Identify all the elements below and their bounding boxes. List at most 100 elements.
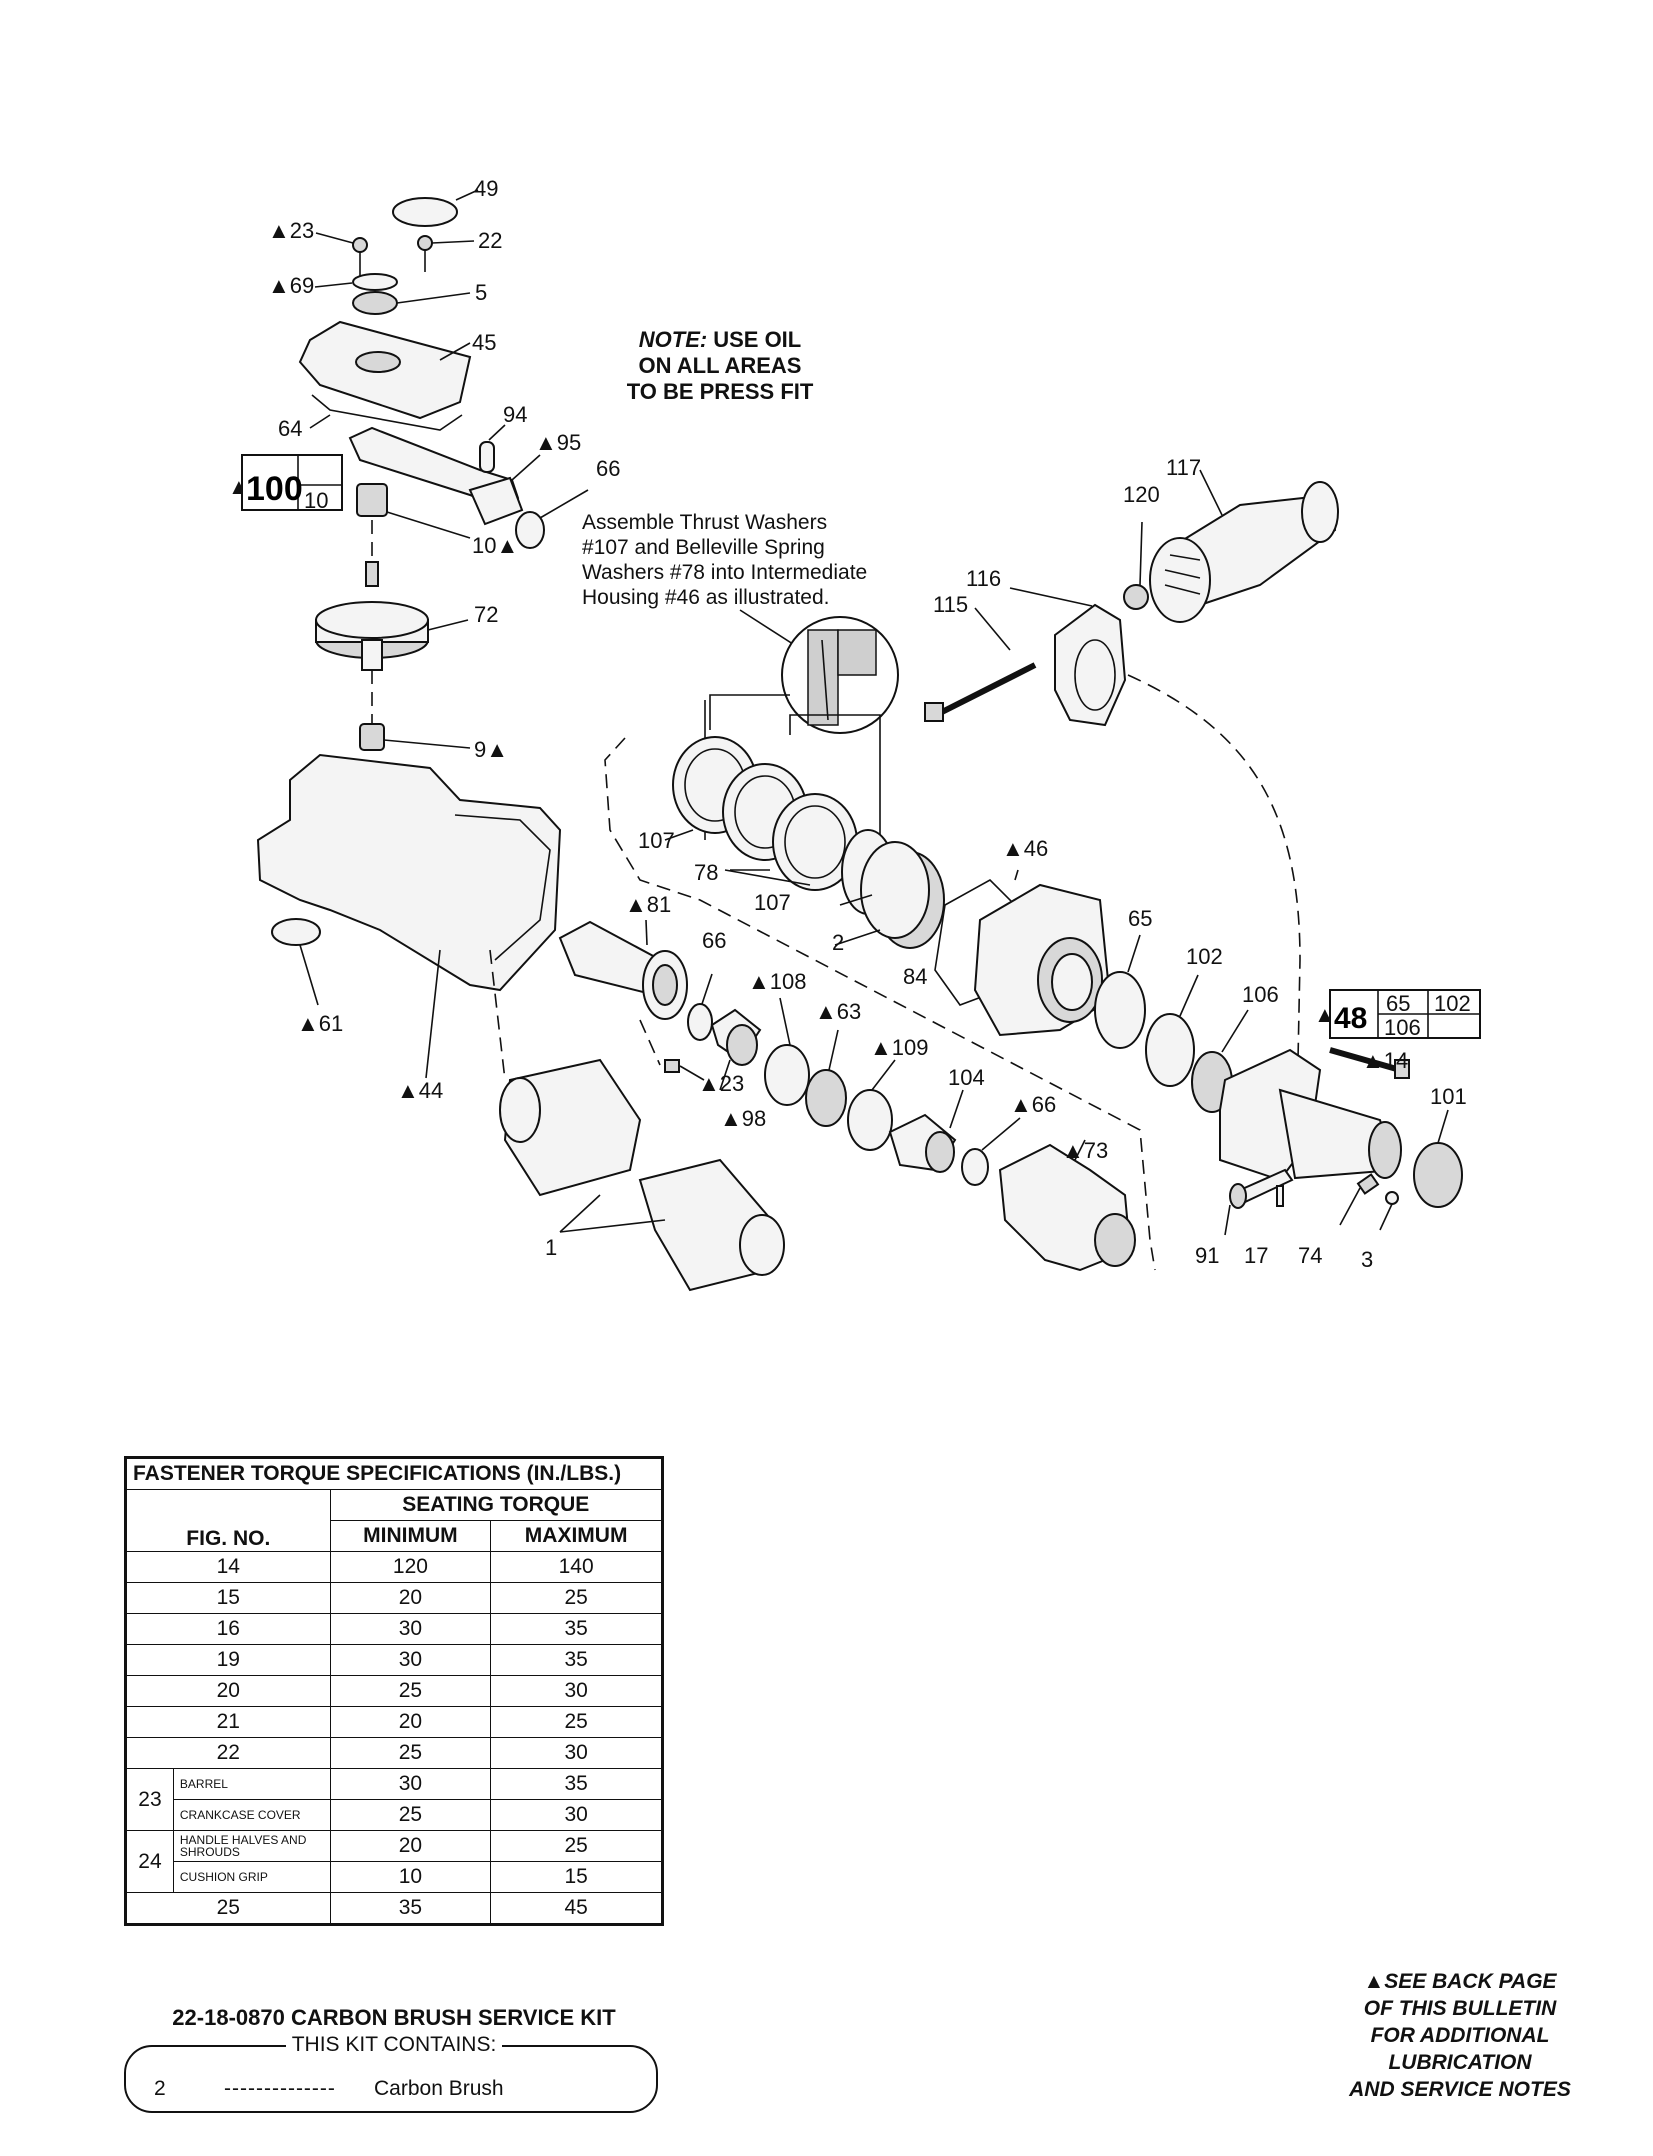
svg-text:100: 100 [246, 470, 303, 508]
label-117: 117 [1166, 455, 1201, 480]
assembly-note-3: Washers #78 into Intermediate [582, 561, 867, 584]
label-9: 9▲ [474, 737, 508, 762]
label-102: 102 [1186, 944, 1223, 969]
part-10-needle-bearing [356, 483, 388, 517]
back-note-line-3: FOR ADDITIONAL [1370, 2024, 1550, 2047]
part-69-retaining-ring [352, 273, 398, 291]
part-94-pin [479, 441, 495, 473]
kit-item-name: Carbon Brush [374, 2077, 504, 2100]
label-116: 116 [966, 566, 1001, 591]
part-81-cylinder [558, 920, 688, 1020]
part-120-washer [1123, 584, 1149, 610]
label-91: 91 [1195, 1243, 1219, 1268]
label-84: 84 [903, 964, 927, 989]
col-min-header: MINIMUM [329, 1520, 492, 1552]
part-104-ram [888, 1113, 957, 1173]
label-63: ▲63 [815, 999, 861, 1024]
back-note-line-4: LUBRICATION [1388, 2051, 1532, 2074]
label-1: 1 [545, 1235, 557, 1260]
kit-contains-label: THIS KIT CONTAINS: [124, 2033, 664, 2057]
part-17-pin [1276, 1185, 1284, 1207]
assembly-note-2: #107 and Belleville Spring [582, 536, 825, 559]
label-61: ▲61 [297, 1011, 343, 1036]
part-101-nose-cap [1413, 1142, 1463, 1208]
label-23: ▲23 [268, 218, 314, 243]
label-49: 49 [474, 176, 498, 201]
label-66c: ▲66 [1010, 1092, 1056, 1117]
part-73-bushing [998, 1143, 1136, 1272]
part-66-o-ring-3 [961, 1148, 989, 1186]
table-title: FASTENER TORQUE SPECIFICATIONS (IN./LBS.… [125, 1457, 663, 1490]
label-81: ▲81 [625, 892, 671, 917]
kit-title: 22-18-0870 CARBON BRUSH SERVICE KIT [172, 2005, 616, 2030]
label-5: 5 [475, 280, 487, 305]
part-49-cap [392, 197, 458, 227]
svg-text:102: 102 [1434, 991, 1471, 1016]
svg-text:106: 106 [1384, 1015, 1421, 1040]
label-74: 74 [1298, 1243, 1322, 1268]
label-3: 3 [1361, 1247, 1373, 1272]
part-95-piston [468, 476, 524, 526]
part-102-ring [1145, 1013, 1195, 1087]
part-74-spring [1356, 1173, 1380, 1195]
part-23-screw-2 [664, 1059, 680, 1073]
part-117-side-handle [1149, 481, 1339, 623]
label-17: 17 [1244, 1243, 1268, 1268]
svg-text:10: 10 [304, 488, 328, 513]
detail-magnifier [781, 616, 899, 734]
svg-text:65: 65 [1386, 991, 1410, 1016]
kit-box-48: ▲ 48 65 102 106 [1314, 989, 1481, 1040]
label-115: 115 [933, 592, 968, 617]
kit-item-qty: 2 [154, 2077, 166, 2100]
part-108-washer [764, 1044, 810, 1106]
label-120: 120 [1123, 482, 1160, 507]
part-116-clamp [1054, 603, 1127, 727]
kit-box-100: ▲ 100 10 [228, 454, 343, 513]
label-44: ▲44 [397, 1078, 443, 1103]
label-107b: 107 [754, 890, 791, 915]
part-22-screw [417, 235, 433, 258]
label-94: 94 [503, 402, 527, 427]
note-line1: NOTE:USE OIL [639, 327, 801, 352]
label-107: 107 [638, 828, 675, 853]
part-64-gasket [311, 394, 463, 431]
label-101: 101 [1430, 1084, 1467, 1109]
part-66-o-ring-2 [687, 1003, 713, 1041]
back-note-line-2: OF THIS BULLETIN [1363, 1997, 1557, 2020]
part-115-bolt [924, 662, 1037, 722]
label-65: 65 [1128, 906, 1152, 931]
label-72: 72 [474, 602, 498, 627]
label-106: 106 [1242, 982, 1279, 1007]
part-63-washer [805, 1069, 847, 1127]
label-98: ▲98 [720, 1106, 766, 1131]
note-line3: TO BE PRESS FIT [627, 379, 814, 404]
label-104: 104 [948, 1065, 985, 1090]
assembly-note-4: Housing #46 as illustrated. [582, 586, 829, 609]
carbon-brush-kit: 22-18-0870 CARBON BRUSH SERVICE KIT THIS… [124, 2005, 664, 2115]
svg-text:48: 48 [1334, 1002, 1367, 1035]
gear-case-housing [256, 753, 562, 992]
part-66-o-ring [515, 511, 545, 549]
label-108: ▲108 [748, 969, 807, 994]
label-22: 22 [478, 228, 502, 253]
part-5-bearing [352, 291, 398, 315]
part-91-pin [1229, 1168, 1294, 1209]
label-95: ▲95 [535, 430, 581, 455]
part-72-gear [315, 601, 429, 671]
col-fig-header: FIG. NO. [125, 1489, 331, 1552]
label-78: 78 [694, 860, 718, 885]
part-65-o-ring [1094, 971, 1146, 1049]
label-109: ▲109 [870, 1035, 929, 1060]
label-10: 10▲ [472, 533, 518, 558]
